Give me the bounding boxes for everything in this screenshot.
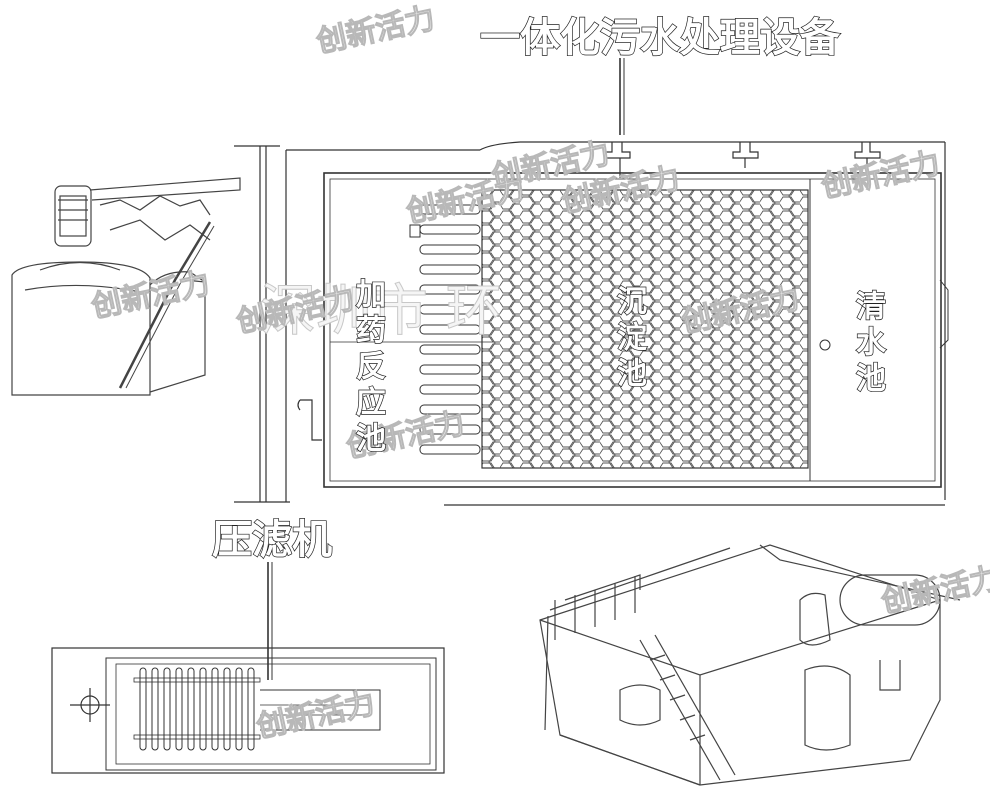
faint-background-text: 深圳市 环 xyxy=(260,279,502,344)
clear-water-tank-label: 清水池 xyxy=(849,289,885,398)
equipment-3d-sketch xyxy=(539,544,961,786)
filter-press-plan xyxy=(51,562,445,774)
dosing-equipment-sketch xyxy=(11,177,241,396)
sedimentation-tank-label: 沉淀池 xyxy=(610,284,646,393)
integrated-equipment-plan xyxy=(234,58,949,506)
filter-press-label: 压滤机 xyxy=(211,517,332,563)
honeycomb-media xyxy=(481,189,809,469)
integrated-equipment-label: 一体化污水处理设备 xyxy=(479,15,840,61)
dosing-tank-label: 加药反应池 xyxy=(349,277,385,458)
